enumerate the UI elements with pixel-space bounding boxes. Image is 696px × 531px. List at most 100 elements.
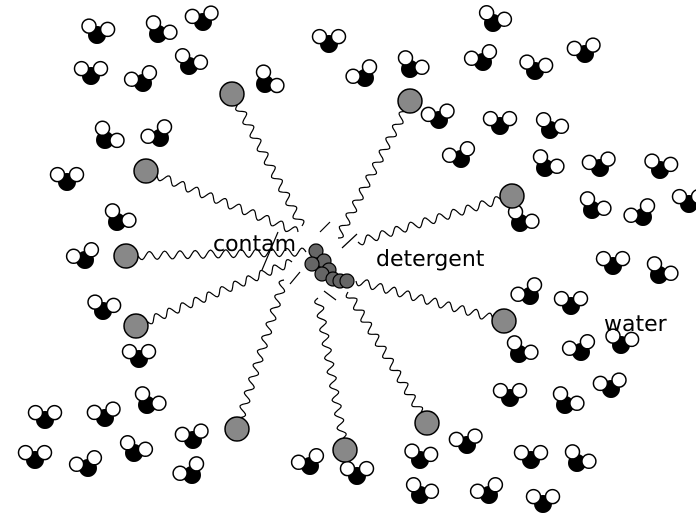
water-molecule [484, 112, 517, 135]
hydrogen-atom [399, 51, 413, 65]
water-molecule [509, 205, 539, 232]
hydrogen-atom [158, 120, 172, 134]
water-molecule [399, 51, 429, 78]
hydrogen-atom [313, 30, 327, 44]
hydrogen-atom [270, 79, 284, 93]
detergent-tail [157, 176, 298, 233]
hydrogen-atom [488, 478, 502, 492]
hydrogen-atom [539, 58, 553, 72]
hydrogen-atom [624, 208, 638, 222]
hydrogen-atom [421, 107, 435, 121]
water-molecule [87, 402, 120, 426]
hydrogen-atom [555, 292, 569, 306]
hydrogen-atom [601, 152, 615, 166]
contaminant-particle [340, 274, 354, 288]
hydrogen-atom [520, 55, 534, 69]
hydrogen-atom [612, 373, 626, 387]
hydrogen-atom [190, 457, 204, 471]
water-molecule [563, 335, 595, 361]
water-molecule [515, 446, 548, 469]
hydrogen-atom [511, 287, 525, 301]
water-molecule [125, 66, 157, 92]
hydrogen-atom [48, 406, 62, 420]
water-molecule [173, 457, 203, 484]
hydrogen-atom [257, 65, 271, 79]
water-molecule [257, 65, 284, 92]
water-molecule [67, 243, 99, 269]
hydrogen-atom [480, 6, 494, 20]
detergent-tail [342, 234, 357, 248]
hydrogen-atom [96, 121, 110, 135]
hydrogen-atom [574, 292, 588, 306]
water-molecule [566, 445, 596, 472]
hydrogen-atom [527, 490, 541, 504]
detergent-head [492, 309, 516, 333]
detergent-head [114, 244, 138, 268]
hydrogen-atom [515, 446, 529, 460]
water-molecule [96, 121, 125, 148]
hydrogen-atom [534, 446, 548, 460]
water-molecule [175, 424, 208, 448]
hydrogen-atom [648, 257, 662, 271]
hydrogen-atom [645, 154, 659, 168]
hydrogen-atom [570, 396, 584, 410]
hydrogen-atom [566, 445, 580, 459]
hydrogen-atom [528, 278, 542, 292]
water-molecule [292, 449, 324, 475]
hydrogen-atom [51, 168, 65, 182]
water-molecule [554, 387, 584, 414]
detergent-tail [320, 222, 330, 232]
detergent-head [500, 184, 524, 208]
water-molecule [421, 104, 454, 128]
hydrogen-atom [106, 402, 120, 416]
hydrogen-atom [424, 447, 438, 461]
hydrogen-atom [616, 252, 630, 266]
water-molecule [567, 38, 600, 62]
water-molecule [527, 490, 560, 513]
water-molecule [624, 199, 654, 226]
hydrogen-atom [75, 62, 89, 76]
water-molecule [341, 462, 374, 485]
water-molecule [121, 436, 153, 462]
hydrogen-atom [147, 16, 161, 30]
hydrogen-atom [537, 113, 551, 127]
hydrogen-atom [405, 444, 419, 458]
water-molecule [75, 62, 108, 85]
hydrogen-atom [471, 484, 485, 498]
hydrogen-atom [163, 25, 177, 39]
water-molecule [465, 45, 497, 71]
hydrogen-atom [309, 449, 323, 463]
hydrogen-atom [152, 396, 166, 410]
hydrogen-atom [407, 478, 421, 492]
hydrogen-atom [94, 62, 108, 76]
labels: contam detergent water [213, 232, 668, 337]
hydrogen-atom [468, 429, 482, 443]
detergent-tail [358, 197, 501, 245]
detergent-label: detergent [376, 247, 485, 272]
water-molecule [407, 478, 439, 504]
hydrogen-atom [554, 387, 568, 401]
water-molecule [346, 60, 376, 87]
hydrogen-atom [449, 432, 463, 446]
hydrogen-atom [107, 298, 121, 312]
water-molecule [645, 154, 678, 178]
hydrogen-atom [415, 60, 429, 74]
hydrogen-atom [67, 249, 81, 263]
water-molecule [508, 336, 538, 363]
hydrogen-atom [84, 243, 98, 257]
hydrogen-atom [125, 72, 139, 86]
hydrogen-atom [482, 45, 496, 59]
hydrogen-atom [292, 455, 306, 469]
water-molecule [534, 150, 564, 177]
detergent-head [124, 314, 148, 338]
hydrogen-atom [554, 119, 568, 133]
hydrogen-atom [524, 345, 538, 359]
hydrogen-atom [508, 336, 522, 350]
water-molecule [141, 120, 171, 147]
hydrogen-atom [87, 405, 101, 419]
hydrogen-atom [567, 41, 581, 55]
detergent-tail [324, 291, 336, 300]
water-label: water [604, 312, 668, 337]
